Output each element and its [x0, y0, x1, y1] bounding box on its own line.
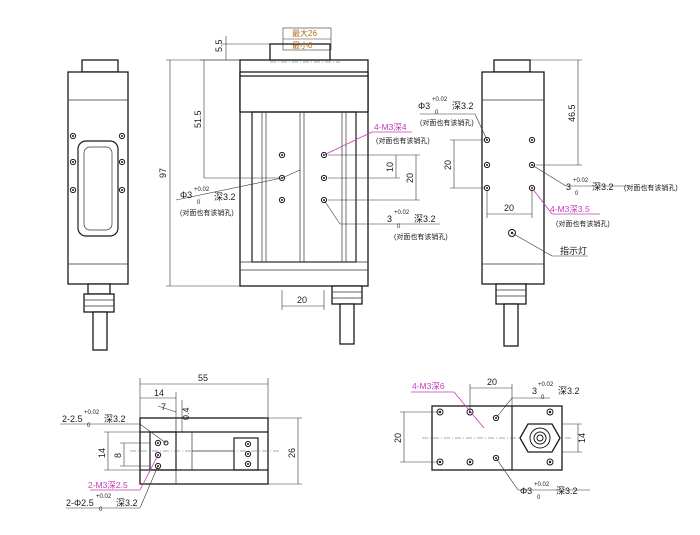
- depth-label-4: 深3.2: [592, 182, 614, 192]
- dim-46-5: 46.5: [567, 104, 577, 122]
- bottom-right-notes: 4-M3深6 3 +0.02 0 深3.2 Φ3 +0.02 0 深3.2: [411, 381, 590, 501]
- depth-label-2: 深3.2: [414, 214, 436, 224]
- through-hole-note-3: (对面也有该销孔): [394, 232, 448, 241]
- tol-lo: 0: [197, 200, 201, 206]
- phi3-label-br: Φ3: [520, 486, 532, 496]
- bottom-left-notes: 2-2.5 +0.02 0 深3.2 2-M3深2.5 2-Φ2.5 +0.02…: [60, 410, 167, 513]
- right-side-notes: Φ3 +0.02 0 深3.2 (对面也有该销孔) 3 +0.02 0 深3.2…: [418, 97, 678, 257]
- dim-20-right-h: 20: [504, 203, 514, 213]
- dim-0-4: 0.4: [181, 407, 191, 420]
- dim-55: 55: [198, 373, 208, 383]
- m3-depth6-label: 4-M3深6: [412, 381, 445, 391]
- dim-20-bottom: 20: [297, 295, 307, 305]
- through-hole-note: (对面也有该销孔): [180, 208, 234, 217]
- bottom-right-view: [422, 405, 572, 471]
- indicator-label: 指示灯: [560, 245, 587, 256]
- dim-10: 10: [385, 162, 395, 172]
- tol-lo-4: 0: [575, 191, 579, 197]
- through-hole-note-2: (对面也有该销孔): [376, 136, 430, 145]
- dim-14-v: 14: [97, 448, 107, 458]
- tol-up: +0.02: [194, 187, 210, 193]
- dim-7: 7: [161, 402, 166, 412]
- depth-label: 深3.2: [214, 192, 236, 202]
- through-hole-note-5: (对面也有该销孔): [624, 183, 678, 192]
- n2-phi2-5-label: 2-Φ2.5: [66, 498, 94, 508]
- dim-14-br: 14: [577, 433, 587, 443]
- m3-depth3-5-label: 4-M3深3.5: [550, 204, 590, 214]
- tol-up-8: +0.02: [534, 482, 550, 488]
- tol-up-5: +0.02: [84, 410, 100, 416]
- bottom-right-dimensions: 20 20 14: [393, 377, 587, 463]
- dim-min-label: 最小0: [292, 41, 313, 50]
- bottom-left-dimensions: 55 14 7 0.4 14 8 26: [97, 373, 302, 485]
- m3-depth4-label: 4-M3深4: [374, 122, 407, 132]
- through-hole-note-4: (对面也有该销孔): [420, 118, 474, 127]
- depth-label-7: 深3.2: [558, 386, 580, 396]
- front-view-notes: Φ3 +0.02 0 深3.2 (对面也有该销孔) 4-M3深4 (对面也有该销…: [175, 122, 448, 241]
- n3-label-br: 3: [532, 386, 537, 396]
- right-side-view: [481, 59, 545, 347]
- dim-20-br-v: 20: [393, 433, 403, 443]
- front-view-dimensions: 最大26 最小0 5.5 51.5 97 20 10 20: [158, 27, 420, 310]
- tol-up-4: +0.02: [573, 178, 589, 184]
- dim-26: 26: [287, 448, 297, 458]
- dim-20-right-v: 20: [443, 160, 453, 170]
- dim-97: 97: [158, 168, 168, 178]
- tol-up-2: +0.02: [394, 210, 410, 216]
- tol-lo-2: 0: [397, 224, 401, 230]
- tol-up-7: +0.02: [538, 382, 554, 388]
- left-side-view: [67, 59, 129, 351]
- depth-label-3: 深3.2: [452, 101, 474, 111]
- depth-label-8: 深3.2: [556, 486, 578, 496]
- front-view: [239, 43, 369, 345]
- dim-51-5: 51.5: [193, 110, 203, 128]
- dim-14-top: 14: [154, 388, 164, 398]
- tol-lo-5: 0: [87, 423, 91, 429]
- tol-up-3: +0.02: [432, 97, 448, 103]
- n3-label: 3: [387, 214, 392, 224]
- right-side-dimensions: 46.5 20 20: [443, 59, 582, 218]
- phi3-label: Φ3: [180, 190, 192, 200]
- phi3-label-right: Φ3: [418, 101, 430, 111]
- tol-lo-7: 0: [541, 395, 545, 401]
- dim-5-5: 5.5: [214, 39, 224, 52]
- through-hole-note-6: (对面也有该销孔): [556, 219, 610, 228]
- dim-max-label: 最大26: [292, 28, 317, 38]
- n2-2-5-label: 2-2.5: [62, 414, 83, 424]
- dim-20-br-top: 20: [487, 377, 497, 387]
- m3-depth2-5-label: 2-M3深2.5: [88, 480, 128, 490]
- depth-label-6: 深3.2: [116, 498, 138, 508]
- bottom-left-view: [130, 417, 280, 485]
- tol-lo-3: 0: [435, 110, 439, 116]
- dim-20-v: 20: [405, 173, 415, 183]
- tol-lo-8: 0: [537, 495, 541, 501]
- n3-label-right: 3: [566, 182, 571, 192]
- depth-label-5: 深3.2: [104, 414, 126, 424]
- tol-up-6: +0.02: [96, 494, 112, 500]
- tol-lo-6: 0: [99, 507, 103, 513]
- dim-8: 8: [113, 453, 123, 458]
